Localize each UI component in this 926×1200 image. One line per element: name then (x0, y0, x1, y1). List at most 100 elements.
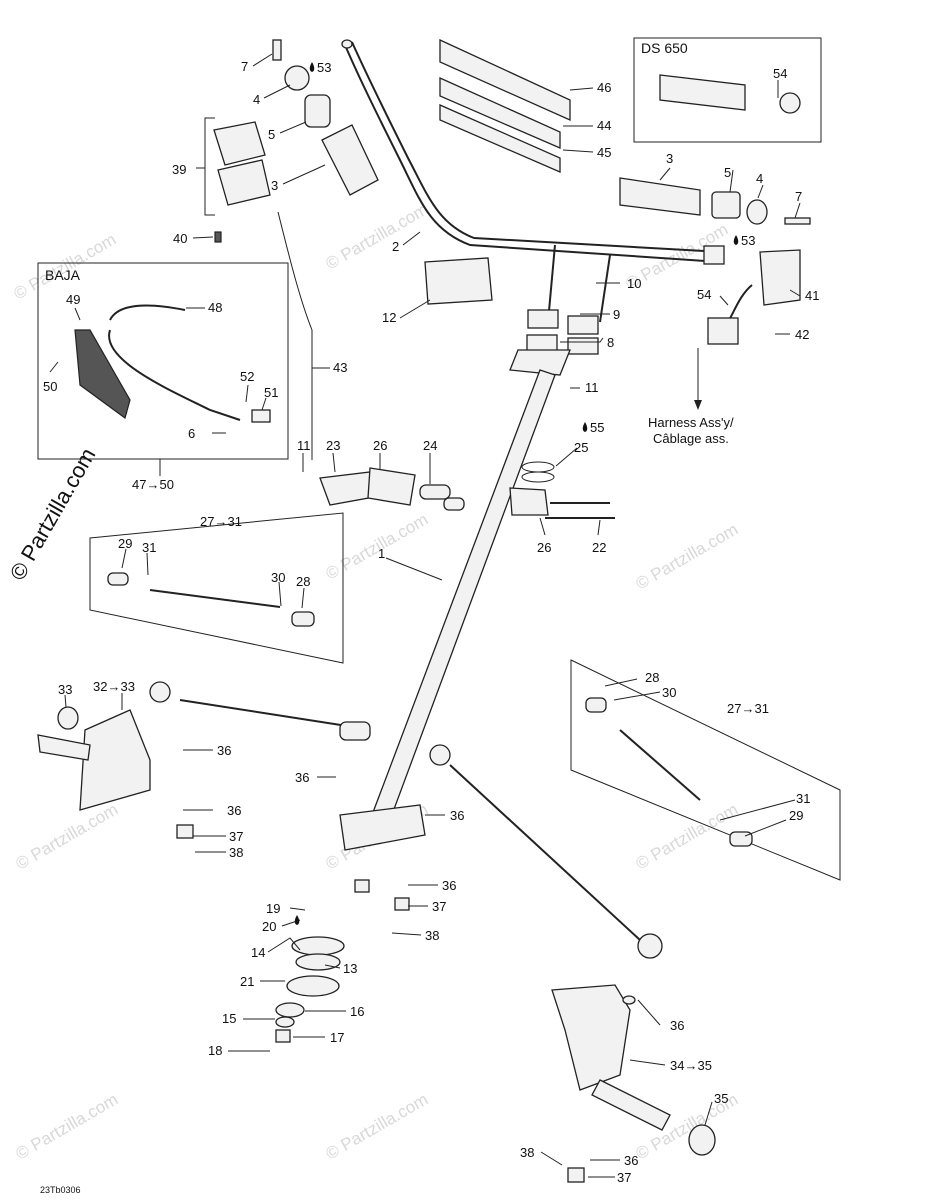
part-label: 36 (217, 743, 231, 758)
bearing-support (286, 975, 340, 997)
handlebar-clamp (527, 309, 559, 329)
baja-range-label: 47→50 (132, 477, 174, 492)
part-label: 8 (607, 335, 614, 350)
bushing (443, 497, 465, 511)
throttle-cable (277, 211, 313, 460)
harness-connector (707, 317, 739, 345)
tie-rod (449, 764, 641, 941)
tie-rod (179, 699, 361, 729)
tie-rod-upper-inset (89, 512, 344, 664)
part-label: 55 (590, 420, 604, 435)
tie-rod-end (291, 611, 315, 627)
part-label: 29 (118, 536, 132, 551)
part-label: 37 (432, 899, 446, 914)
washer (622, 995, 636, 1005)
oil-drop-icon (309, 62, 315, 72)
part-label: 36 (670, 1018, 684, 1033)
support-bracket (509, 487, 549, 516)
ds650-grip-cap (779, 92, 801, 114)
part-label: 52 (240, 369, 254, 384)
grip-insert (711, 191, 741, 219)
tie-rod-end (149, 681, 171, 703)
part-label: 38 (425, 928, 439, 943)
screw (272, 39, 282, 61)
part-label: 9 (613, 307, 620, 322)
watermark-tile: © Partzilla.com (323, 1090, 432, 1164)
part-label: 39 (172, 162, 186, 177)
handlebar-end-left (341, 39, 353, 49)
part-label: 41 (805, 288, 819, 303)
handlebar-pad-foam (439, 76, 561, 149)
baja-inset-title: BAJA (45, 267, 81, 283)
spindle-ring (57, 706, 79, 730)
clamp-bolt (547, 244, 556, 323)
switch-housing-lower (217, 159, 271, 206)
tie-rod-right-inset-label: 27→31 (727, 701, 769, 716)
part-label: 37 (229, 829, 243, 844)
part-label: 1 (378, 546, 385, 561)
tie-rod-end (585, 697, 607, 713)
handlebar-pad (439, 38, 571, 122)
support-plate (367, 467, 416, 506)
ds650-grip (659, 74, 746, 111)
o-ring (521, 471, 555, 483)
screw (214, 231, 222, 243)
left-grip (321, 124, 379, 196)
oil-drop-icon (582, 422, 588, 432)
watermark-tile: © Partzilla.com (13, 1090, 122, 1164)
washer (275, 1016, 295, 1028)
part-labels: 7 4 53 5 3 39 40 46 44 45 54 2 3 5 4 7 5… (43, 59, 819, 1185)
watermark-tile: © Partzilla.com (633, 520, 742, 594)
oil-drop-icon (733, 235, 739, 245)
part-label: 54 (773, 66, 787, 81)
handguard-bar (109, 304, 186, 321)
ds650-inset-title: DS 650 (641, 40, 688, 56)
steering-column (371, 369, 556, 821)
part-label: 14 (251, 945, 265, 960)
grip-end-cap (284, 65, 310, 91)
nut (354, 879, 370, 893)
steering-column-bracket (339, 804, 426, 851)
part-label: 15 (222, 1011, 236, 1026)
part-label: 19 (266, 901, 280, 916)
tie-rod-end (339, 721, 371, 741)
oil-drop-icon (294, 915, 300, 925)
part-label: 17 (330, 1030, 344, 1045)
clamp-base (509, 349, 571, 376)
washer (275, 1002, 305, 1018)
part-label: 26 (537, 540, 551, 555)
handlebar-clamp-cover (424, 257, 493, 305)
part-label: 49 (66, 292, 80, 307)
handlebar-end (703, 245, 725, 265)
bushing (419, 484, 451, 500)
part-label: 3 (271, 178, 278, 193)
watermark-side: © Partzilla.com (5, 444, 101, 585)
spindle-right (551, 984, 631, 1091)
part-label: 23 (326, 438, 340, 453)
tie-rod-end (637, 933, 663, 959)
part-label: 11 (585, 380, 599, 395)
handlebar-clamp (567, 315, 599, 335)
handlebar-edge (351, 41, 723, 253)
part-label: 12 (382, 310, 396, 325)
handlebar (344, 44, 721, 263)
ds650-inset-box (633, 37, 822, 143)
screw (784, 217, 811, 225)
spindle-ring (688, 1124, 716, 1156)
part-label: 30 (662, 685, 676, 700)
part-label: 48 (208, 300, 222, 315)
part-label: 42 (795, 327, 809, 342)
part-label: 4 (253, 92, 260, 107)
harness-note-line1: Harness Ass'y/ (648, 415, 734, 430)
part-label: 3 (666, 151, 673, 166)
part-label: 31 (796, 791, 810, 806)
part-label: 35 (714, 1091, 728, 1106)
handlebar-clamp (567, 337, 599, 355)
watermark-tile: © Partzilla.com (323, 510, 432, 584)
part-label: 28 (296, 574, 310, 589)
tie-rod-right-inset (570, 659, 841, 881)
part-label: 46 (597, 80, 611, 95)
part-label: 40 (173, 231, 187, 246)
part-label: 53 (317, 60, 331, 75)
